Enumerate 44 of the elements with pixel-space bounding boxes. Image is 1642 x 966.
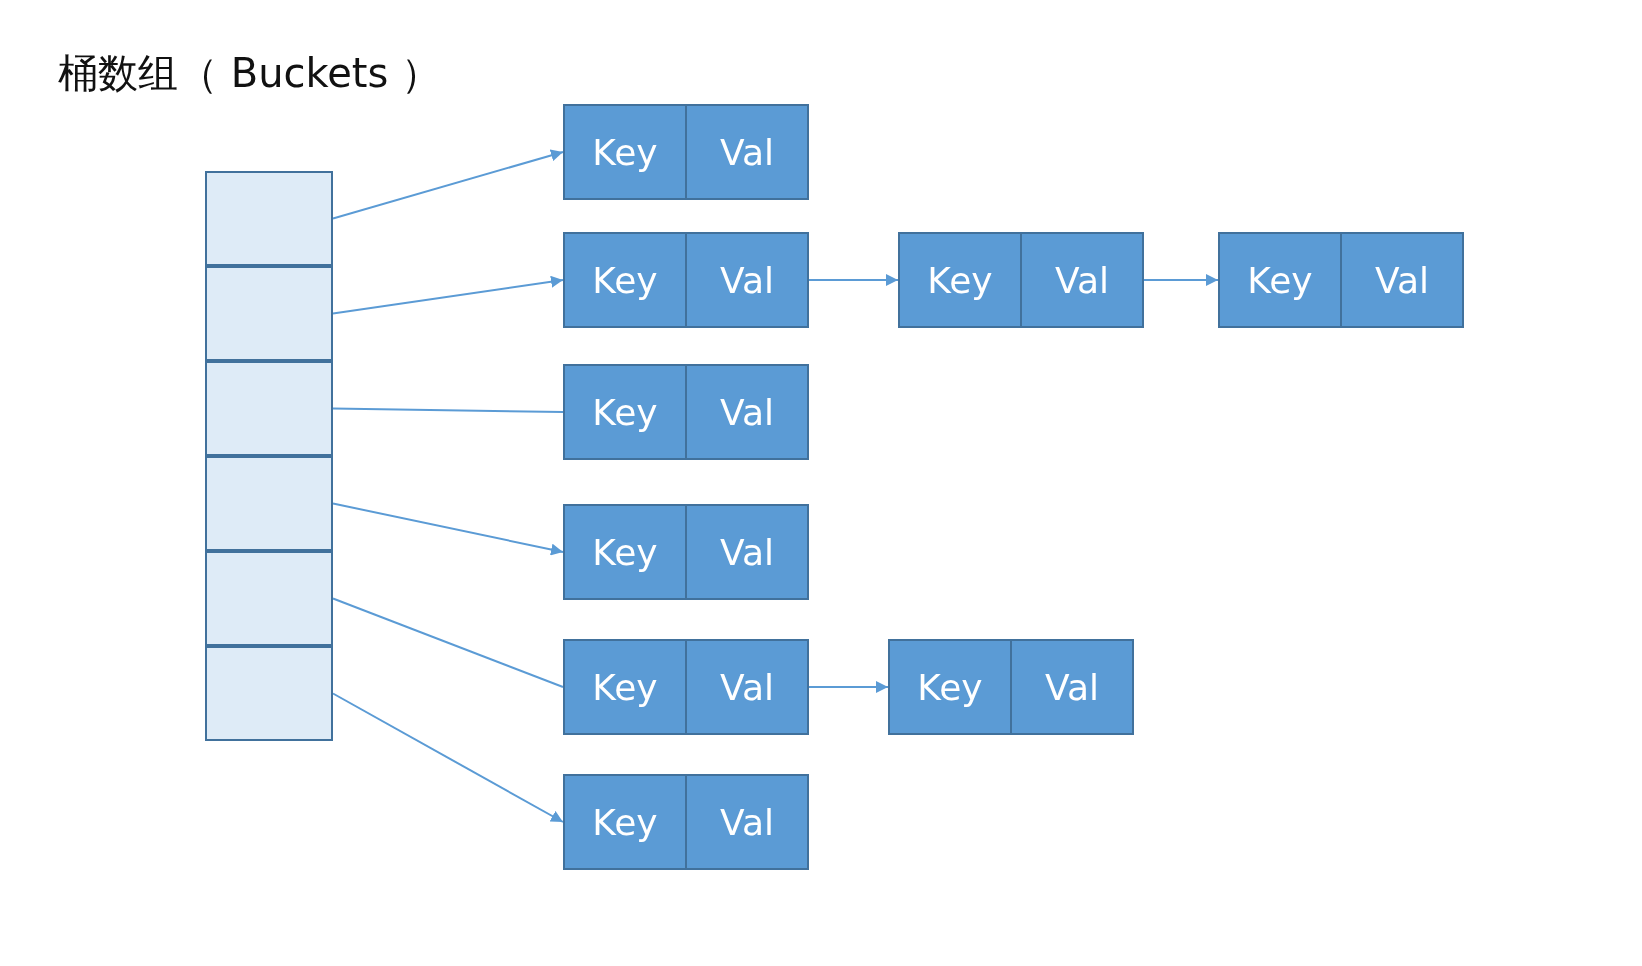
key-text: Key	[926, 258, 994, 303]
key-text: Key	[916, 665, 984, 710]
key-text: Key	[591, 800, 659, 845]
arrow	[332, 275, 564, 315]
key-text: Key	[591, 665, 659, 710]
arrow	[332, 692, 564, 823]
value-text: Val	[685, 234, 807, 326]
entry-box	[888, 639, 1134, 735]
entry-box	[563, 639, 809, 735]
bucket-slot	[205, 171, 333, 266]
key-text: Key	[591, 258, 659, 303]
arrow	[808, 274, 899, 286]
key-text: Key	[1246, 258, 1314, 303]
bucket-slot	[205, 361, 333, 456]
connector-line	[332, 597, 564, 688]
entry-box	[563, 104, 809, 200]
entry-box	[563, 504, 809, 600]
value-text: Val	[685, 106, 807, 198]
entry-box	[563, 232, 809, 328]
value-text: Val	[685, 366, 807, 458]
entry-box	[1218, 232, 1464, 328]
bucket-array	[205, 171, 333, 741]
value-text: Val	[685, 641, 807, 733]
arrow	[1143, 274, 1219, 286]
value-text: Val	[685, 776, 807, 868]
key-text: Key	[591, 390, 659, 435]
key-text: Key	[591, 530, 659, 575]
value-text: Val	[685, 506, 807, 598]
diagram-title: 桶数组（ Buckets ）	[58, 49, 442, 98]
value-text: Val	[1020, 234, 1142, 326]
bucket-slot	[205, 456, 333, 551]
value-text: Val	[1010, 641, 1132, 733]
bucket-slot	[205, 551, 333, 646]
entry-box	[563, 364, 809, 460]
key-text: Key	[591, 130, 659, 175]
entry-box	[563, 774, 809, 870]
entry-box	[898, 232, 1144, 328]
bucket-slot	[205, 266, 333, 361]
value-text: Val	[1340, 234, 1462, 326]
arrow	[808, 681, 889, 693]
bucket-slot	[205, 646, 333, 741]
arrow	[332, 149, 564, 220]
connector-line	[332, 407, 564, 413]
arrow	[332, 502, 564, 556]
